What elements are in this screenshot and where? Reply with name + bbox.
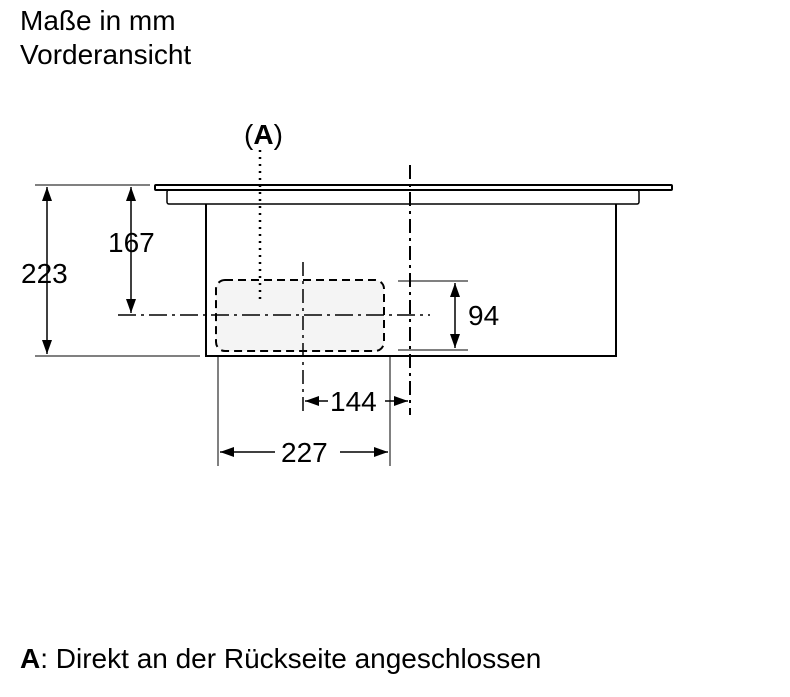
dim-total-height: 223	[21, 258, 68, 289]
legend-note: A: Direkt an der Rückseite angeschlossen	[20, 642, 541, 676]
dim-center-height: 167	[108, 227, 155, 258]
legend-key: A	[20, 643, 41, 674]
legend-text: : Direkt an der Rückseite angeschlossen	[40, 643, 542, 674]
units-label: Maße in mm	[20, 5, 176, 36]
dim-offset-to-center: 144	[330, 386, 377, 417]
dim-connection-height: 94	[468, 300, 499, 331]
dim-connection-width: 227	[281, 437, 328, 468]
callout-paren-close: )	[274, 119, 283, 150]
hob-frame	[166, 189, 640, 205]
svg-text:(A): (A)	[244, 119, 283, 150]
callout-label: A	[253, 119, 273, 150]
view-label: Vorderansicht	[20, 39, 192, 70]
callout-paren-open: (	[244, 119, 254, 150]
